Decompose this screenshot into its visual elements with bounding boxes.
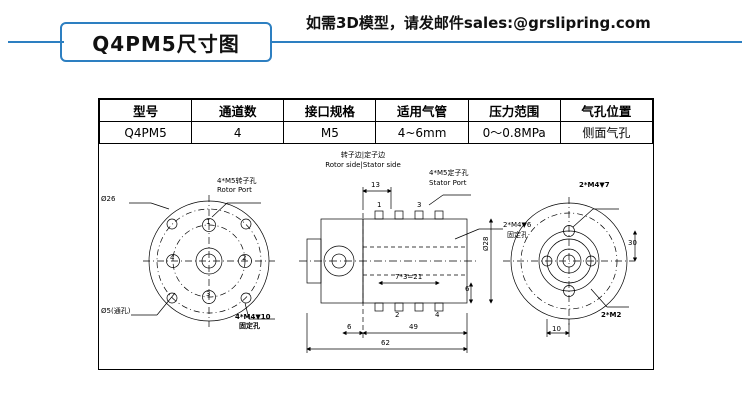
header-rule-left [8, 41, 64, 43]
label-mid-port-3: 3 [417, 201, 422, 209]
label-right-bottom-callout: 2*M2 [601, 311, 622, 319]
label-fix-hole-m4-cn: 2*M4▼6 [503, 221, 532, 229]
label-dim-62: 62 [381, 339, 390, 347]
label-dim-30: 30 [628, 239, 637, 247]
drawing-svg [129, 187, 638, 353]
cell-port-spec: M5 [283, 121, 377, 144]
col-header-pressure: 压力范围 [467, 99, 561, 122]
label-stator-port-cn: 4*M5定子孔 [429, 169, 469, 177]
page-header: Q4PM5尺寸图 如需3D模型，请发邮件sales:@grslipring.co… [0, 0, 750, 78]
label-dim-pitch: 7*3=21 [395, 273, 423, 281]
label-mid-port-4: 4 [435, 311, 440, 319]
label-dim-28: Ø28 [482, 236, 490, 251]
label-rotor-port-cn: 4*M5转子孔 [217, 177, 257, 185]
label-mid-port-1: 1 [377, 201, 382, 209]
label-fixing-hole-cn: 4*M4▼10 [235, 313, 271, 321]
title-box: Q4PM5尺寸图 [60, 22, 272, 62]
label-dim-6-left: 6 [347, 323, 352, 331]
cell-model: Q4PM5 [98, 121, 193, 144]
label-right-top-callout: 2*M4▼7 [579, 181, 610, 189]
table-header-row: 型号 通道数 接口规格 适用气管 压力范围 气孔位置 [98, 99, 654, 122]
label-port-4: 4 [170, 254, 175, 262]
col-header-port-position: 气孔位置 [559, 99, 654, 122]
label-fixing-hole-cn2: 固定孔 [239, 322, 260, 330]
label-rotor-port-en: Rotor Port [217, 186, 252, 194]
col-header-tube: 适用气管 [375, 99, 469, 122]
label-dim-49: 49 [409, 323, 418, 331]
label-port-1: 1 [206, 218, 211, 226]
label-dim-6-right: 6 [465, 285, 470, 293]
page-title: Q4PM5尺寸图 [92, 31, 240, 56]
technical-drawing-canvas: 4*M5转子孔 Rotor Port Ø26 Ø5(通孔) 4*M4▼10 固定… [99, 143, 653, 369]
cell-channels: 4 [191, 121, 285, 144]
label-rotor-stator-side-cn: 转子边|定子边 [340, 151, 386, 159]
label-rotor-stator-side-en: Rotor side|Stator side [325, 161, 401, 169]
label-dim-through-hole: Ø5(通孔) [101, 307, 131, 315]
cell-port-position: 侧面气孔 [559, 121, 654, 144]
cell-pressure: 0～0.8MPa [467, 121, 561, 144]
label-fix-hole-m4-cn2: 固定孔 [507, 231, 528, 239]
drawing-frame: 型号 通道数 接口规格 适用气管 压力范围 气孔位置 Q4PM5 4 M5 4~… [98, 98, 654, 370]
label-dim-outer-diameter: Ø26 [101, 195, 116, 203]
label-dim-13: 13 [371, 181, 380, 189]
col-header-channels: 通道数 [191, 99, 285, 122]
spec-table: 型号 通道数 接口规格 适用气管 压力范围 气孔位置 Q4PM5 4 M5 4~… [98, 99, 654, 144]
label-port-3: 3 [206, 290, 211, 298]
col-header-port-spec: 接口规格 [283, 99, 377, 122]
header-rule-right [272, 41, 742, 43]
col-header-model: 型号 [98, 99, 193, 122]
table-row: Q4PM5 4 M5 4~6mm 0～0.8MPa 侧面气孔 [98, 121, 654, 144]
cell-tube: 4~6mm [375, 121, 469, 144]
label-port-2: 2 [242, 254, 247, 262]
label-dim-10: 10 [552, 325, 561, 333]
header-note: 如需3D模型，请发邮件sales:@grslipring.com [306, 14, 651, 32]
label-mid-port-2: 2 [395, 311, 400, 319]
label-stator-port-en: Stator Port [429, 179, 467, 187]
